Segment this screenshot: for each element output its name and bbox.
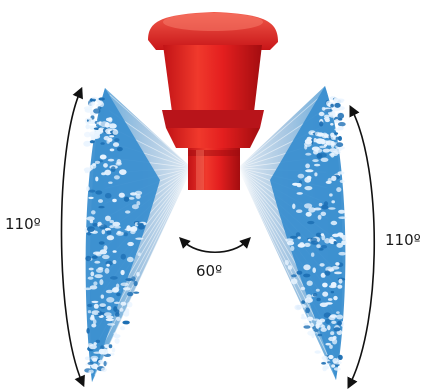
right-angle-arrow-icon bbox=[350, 110, 374, 384]
fan-separation-angle-label: 60º bbox=[196, 264, 222, 279]
center-angle-arrow-icon bbox=[183, 241, 247, 252]
left-spray-angle-label: 110º bbox=[5, 217, 41, 232]
left-angle-arrow-icon bbox=[61, 92, 82, 382]
right-spray-angle-label: 110º bbox=[385, 233, 421, 248]
